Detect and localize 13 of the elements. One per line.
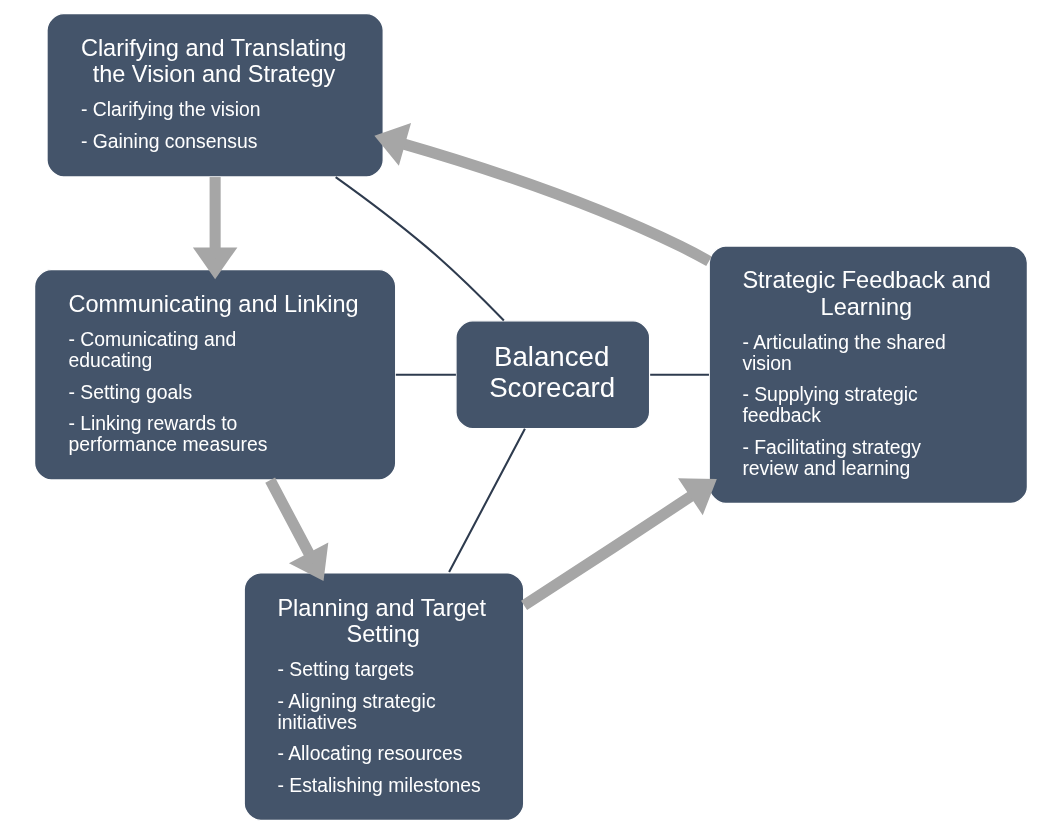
- arrow: [521, 478, 717, 610]
- node-box: Clarifying and Translating the Vision and Strategy - Clarifying the vision - Gaining consensus: [46, 12, 384, 178]
- connector: [335, 176, 505, 322]
- connector: [650, 373, 709, 376]
- arrow: [374, 122, 712, 267]
- arrow: [192, 177, 238, 280]
- connector: [448, 428, 526, 573]
- connector: [395, 373, 456, 376]
- node-box: Balanced Scorecard: [455, 320, 651, 430]
- node-box: Planning and Target Setting - Setting targets - Aligning strategic initiatives - Allocating resources - Estalishing milestones: [243, 572, 525, 822]
- arrow: [265, 477, 329, 581]
- node-box: Communicating and Linking - Comunicating and educating - Setting goals - Linking rewards to performance measures: [33, 268, 397, 481]
- node-box: Strategic Feedback and Learning - Articulating the shared vision - Supplying strategic feedback - Facilitating strategy review and learning: [708, 245, 1029, 505]
